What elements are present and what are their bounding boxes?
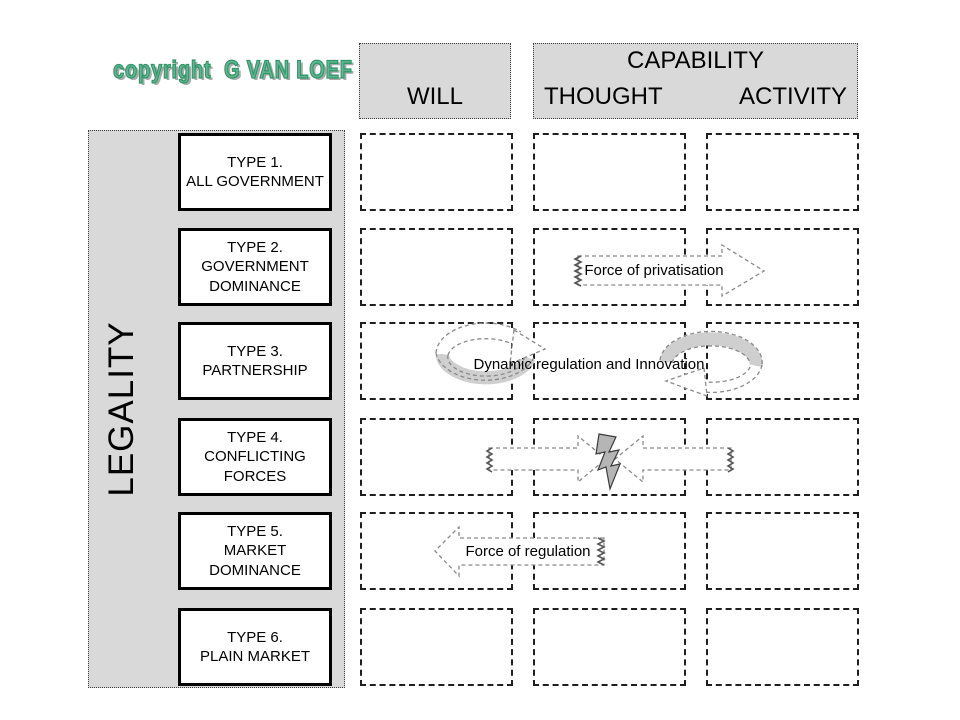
matrix-cell: [706, 418, 859, 496]
matrix-cell: [706, 228, 859, 306]
matrix-cell: [360, 228, 513, 306]
header-thought-label: THOUGHT: [544, 83, 663, 110]
matrix-cell: [360, 418, 513, 496]
matrix-cell: [706, 322, 859, 400]
legality-axis-label: LEGALITY: [102, 321, 141, 497]
type-box-2: TYPE 2. GOVERNMENT DOMINANCE: [178, 228, 332, 306]
type-box-4: TYPE 4. CONFLICTING FORCES: [178, 418, 332, 496]
type-box-1: TYPE 1. ALL GOVERNMENT: [178, 133, 332, 211]
matrix-cell: [360, 608, 513, 686]
header-capability: CAPABILITY THOUGHT ACTIVITY: [533, 43, 858, 119]
copyright-text: copyright G VAN LOEF: [112, 55, 353, 84]
header-will: WILL: [359, 43, 511, 119]
matrix-cell: [533, 133, 686, 211]
matrix-cell: [706, 512, 859, 590]
matrix-cell: [706, 608, 859, 686]
type-box-3: TYPE 3. PARTNERSHIP: [178, 322, 332, 400]
matrix-cell: [533, 418, 686, 496]
type-box-6: TYPE 6. PLAIN MARKET: [178, 608, 332, 686]
regulation-arrow-label: Force of regulation: [465, 543, 591, 560]
dynamic-regulation-label: Dynamic regulation and Innovation: [473, 356, 705, 373]
header-activity-label: ACTIVITY: [738, 83, 847, 110]
type-box-5: TYPE 5. MARKET DOMINANCE: [178, 512, 332, 590]
header-will-label: WILL: [406, 83, 463, 110]
legality-panel: [88, 130, 345, 688]
matrix-cell: [706, 133, 859, 211]
matrix-cell: [360, 133, 513, 211]
privatisation-arrow-label: Force of privatisation: [584, 262, 724, 279]
header-capability-label: CAPABILITY: [627, 47, 764, 74]
matrix-cell: [533, 608, 686, 686]
